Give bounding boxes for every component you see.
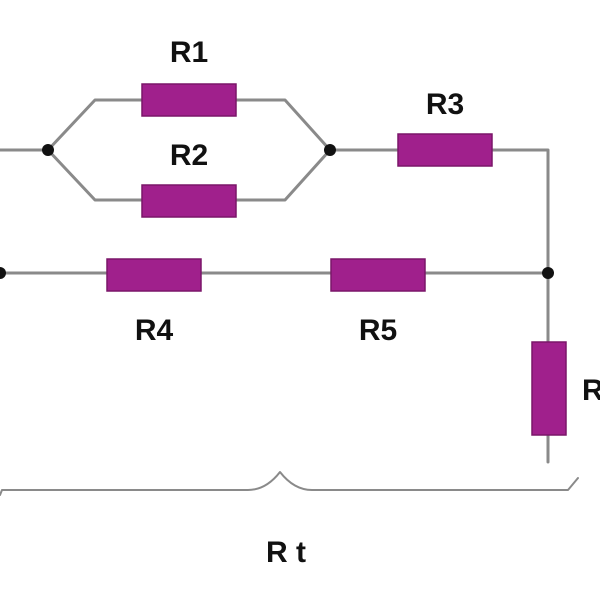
label-r6: R: [582, 374, 600, 407]
label-r3: R3: [426, 88, 464, 121]
junction-bottom-left: [0, 267, 6, 279]
resistor-r5: [330, 258, 426, 292]
resistor-r2: [141, 184, 237, 218]
junction-middle: [324, 144, 336, 156]
label-r5: R5: [359, 314, 397, 347]
wire-to-r3: [328, 148, 550, 275]
resistor-r3: [397, 133, 493, 167]
total-resistance-brace: [0, 471, 579, 496]
label-r2: R2: [170, 139, 208, 172]
label-r4: R4: [135, 314, 174, 347]
resistor-r1: [141, 83, 237, 117]
junction-right: [542, 267, 554, 279]
resistor-r4: [106, 258, 202, 292]
label-total-resistance: R t: [266, 536, 306, 569]
label-r1: R1: [170, 36, 208, 69]
resistor-r6: [531, 341, 567, 436]
junction-left: [42, 144, 54, 156]
